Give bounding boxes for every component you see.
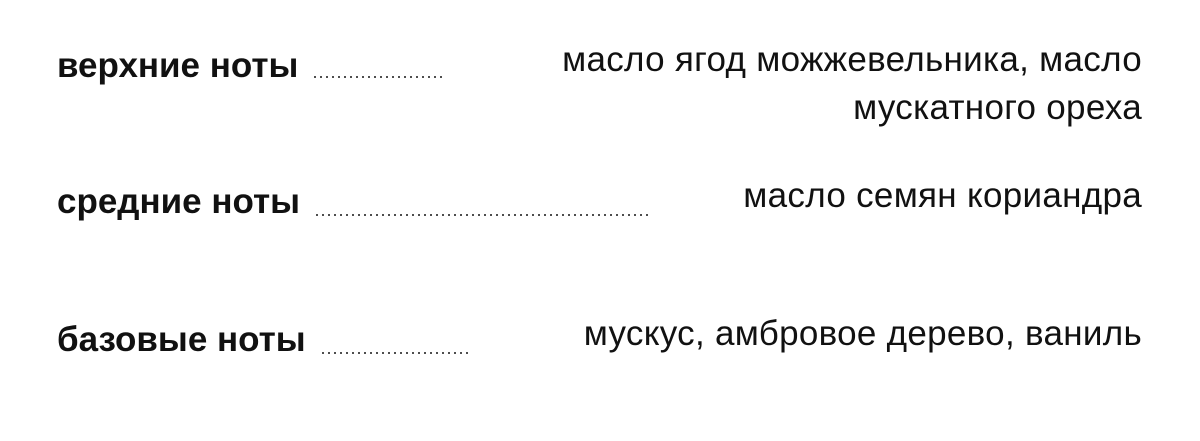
- base-notes-row: базовые ноты мускус, амбровое дерево, ва…: [57, 310, 1142, 364]
- dotted-leader: [319, 352, 472, 354]
- middle-notes-row: средние ноты масло семян кориандра: [57, 172, 1142, 226]
- middle-notes-label: средние ноты: [57, 182, 301, 221]
- middle-notes-value: масло семян кориандра: [743, 176, 1142, 215]
- top-notes-label: верхние ноты: [57, 46, 299, 85]
- dotted-leader: [314, 214, 651, 216]
- base-notes-value: мускус, амбровое дерево, ваниль: [583, 314, 1142, 353]
- top-notes-row: верхние ноты масло ягод можжевельника, м…: [57, 36, 1142, 132]
- dotted-leader: [312, 76, 443, 78]
- base-notes-label: базовые ноты: [57, 320, 306, 359]
- top-notes-value: масло ягод можжевельника, масло мускатно…: [562, 40, 1142, 127]
